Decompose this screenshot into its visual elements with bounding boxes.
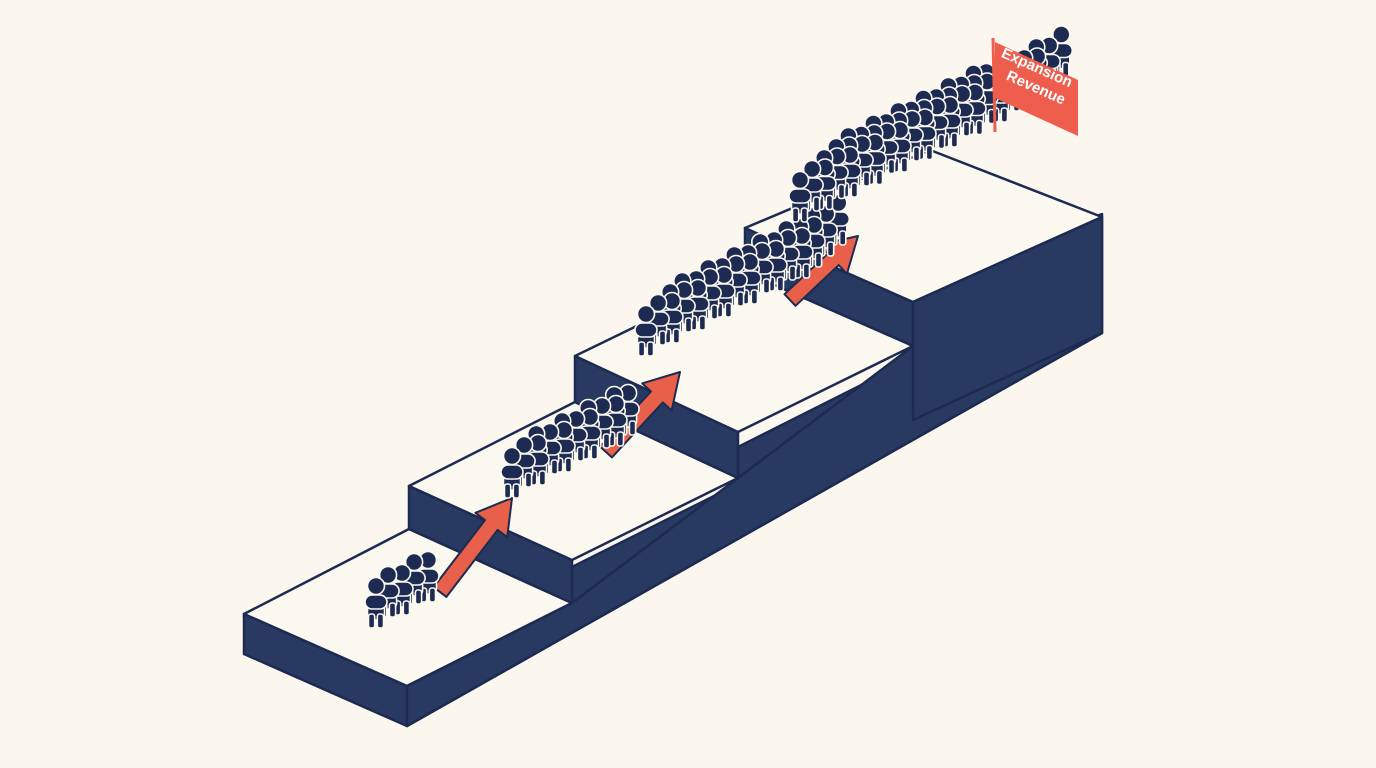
growth-arrow-1-to-2 <box>432 497 513 598</box>
flag-banner <box>995 42 1078 136</box>
staircase <box>242 148 1104 728</box>
person-icon <box>634 304 658 357</box>
person-icon <box>364 576 388 629</box>
person-icon <box>788 170 812 223</box>
growth-arrow-3-to-4 <box>783 235 859 307</box>
flag-pole <box>991 37 997 133</box>
person-icon <box>500 446 524 499</box>
staircase-bottom-face <box>405 331 1104 728</box>
